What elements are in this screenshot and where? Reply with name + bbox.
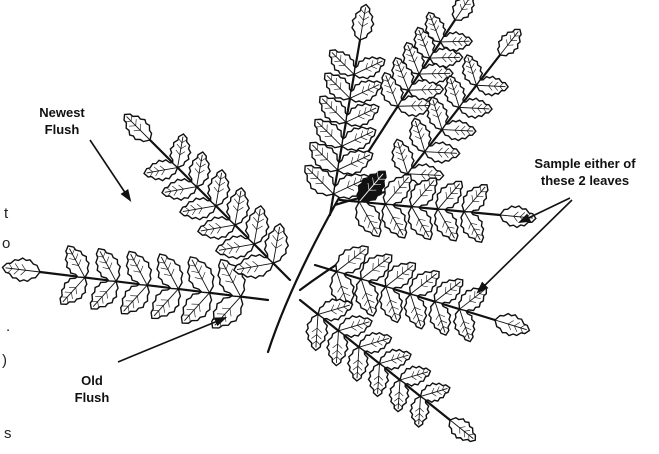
old-flush-label-line2: Flush: [62, 389, 122, 406]
bottom-leaf-terminal-leaflet: [444, 412, 482, 448]
old-flush-label: Old Flush: [62, 372, 122, 406]
text-fragment: s: [4, 425, 12, 442]
text-fragment: t: [4, 205, 8, 222]
sample-leaf-lower-leaflet: [350, 276, 384, 320]
newest-flush-leaf-leaflet: [58, 241, 94, 283]
newest-flush-arrow: [90, 140, 130, 200]
newest-flush-label: Newest Flush: [12, 104, 112, 138]
sample-leaf-lower-leaflet: [375, 283, 408, 326]
newest-flush-leaf-terminal-leaflet: [1, 256, 41, 284]
upper-leaf-terminal-leaflet: [349, 3, 376, 42]
newest-flush-label-line2: Flush: [12, 121, 112, 138]
text-fragment: ): [2, 352, 7, 369]
text-fragment: o: [2, 235, 10, 252]
sample-leaf-lower-leaflet: [425, 298, 456, 338]
old-flush-label-line1: Old: [62, 372, 122, 389]
newest-flush-label-line1: Newest: [12, 104, 112, 121]
text-fragment: .: [6, 318, 10, 335]
sample-leaf-lower-leaflet: [400, 291, 432, 332]
sample-leaves-label: Sample either of these 2 leaves: [510, 155, 659, 189]
sample-leaf-lower-terminal-leaflet: [492, 310, 533, 341]
sample-leaves-label-line2: these 2 leaves: [510, 172, 659, 189]
top-leaf-terminal-leaflet: [447, 0, 481, 25]
sample-leaf-lower-leaflet: [450, 306, 480, 345]
upper-right-leaf-terminal-leaflet: [492, 23, 528, 61]
old-flush-arrow: [118, 318, 225, 362]
sample-leaves-label-line1: Sample either of: [510, 155, 659, 172]
